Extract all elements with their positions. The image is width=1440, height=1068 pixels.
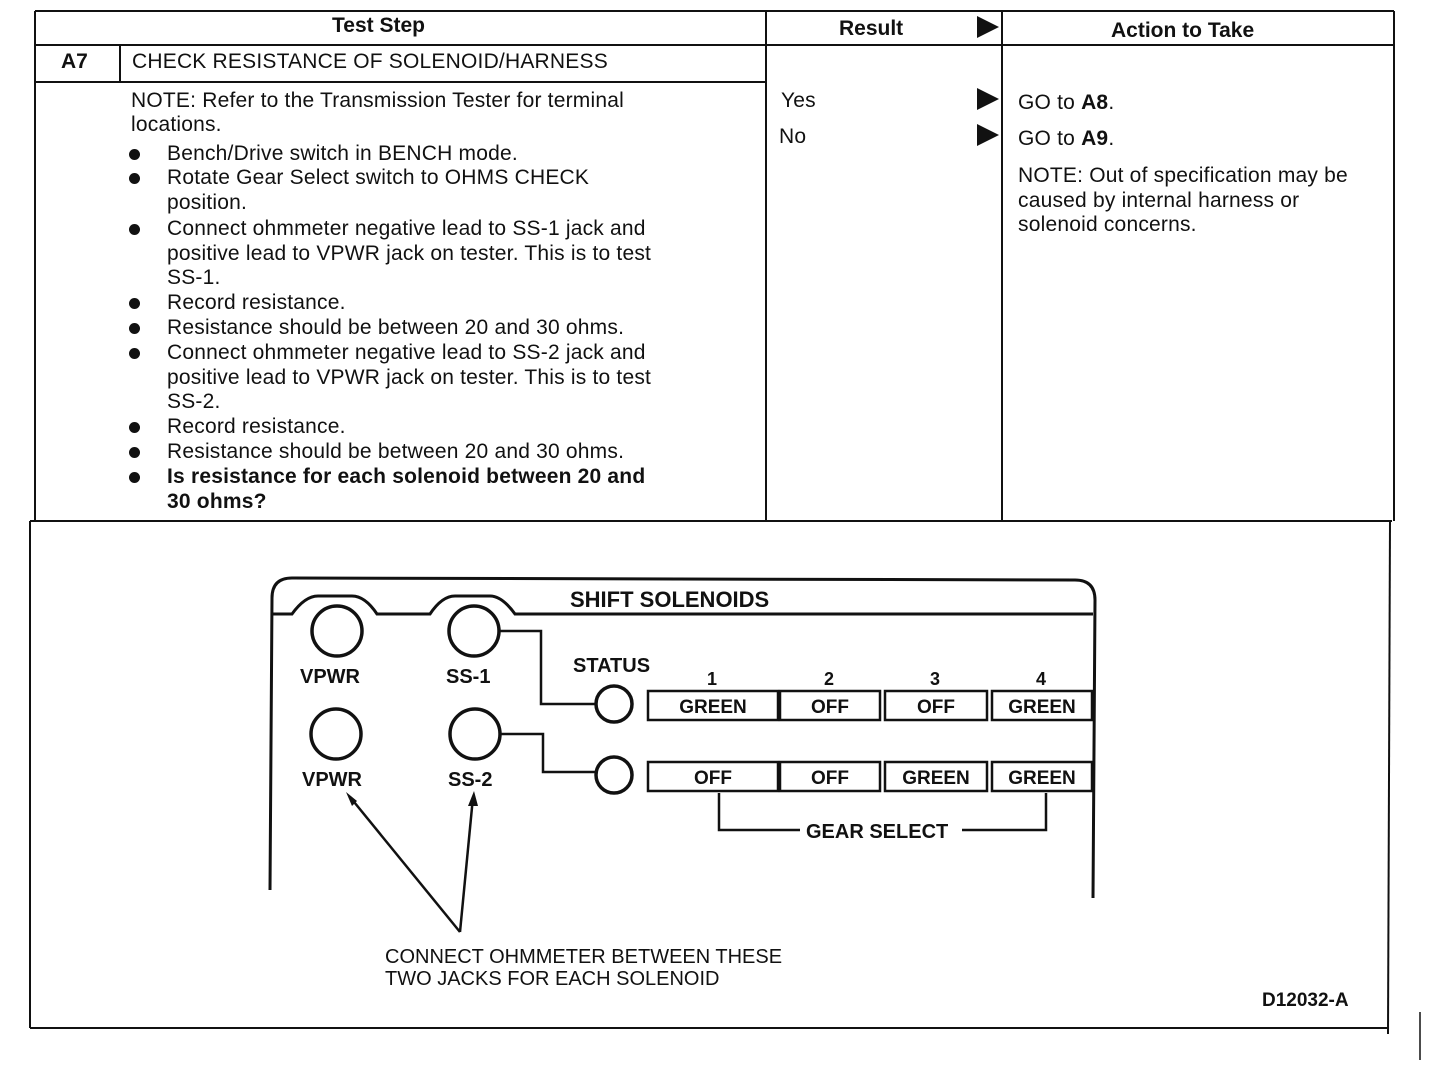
- status-box: [990, 689, 1094, 722]
- bullet-icon: [129, 224, 140, 235]
- ss1-label: SS-1: [446, 666, 490, 688]
- status-ss2-lamp: [594, 755, 634, 795]
- header-result: Result: [839, 17, 904, 40]
- bullet-line: positive lead to VPWR jack on tester. Th…: [167, 241, 652, 265]
- ss2-wire: [500, 732, 596, 774]
- status-box: [646, 760, 780, 793]
- bullet-line: Record resistance.: [167, 291, 346, 314]
- bullet-icon: [129, 149, 140, 160]
- bullet-icon: [129, 298, 140, 309]
- bullet-line: Rotate Gear Select switch to OHMS CHECK: [167, 166, 590, 189]
- status-box: [646, 689, 780, 722]
- bullet-icon: [129, 447, 140, 458]
- action-no-target: A9: [1081, 127, 1109, 150]
- step-note-line: locations.: [131, 113, 222, 136]
- bullet-line: Connect ohmmeter negative lead to SS-1 j…: [167, 217, 646, 240]
- action-note-line: caused by internal harness or: [1018, 188, 1300, 212]
- panel-header-line: [272, 594, 1093, 616]
- status-box-label: OFF: [694, 768, 732, 789]
- gear-select-bracket: [717, 793, 1048, 832]
- bullet-icon: [129, 348, 140, 359]
- action-note-line: solenoid concerns.: [1018, 213, 1197, 236]
- bullet-icon: [129, 173, 140, 184]
- status-box: [883, 689, 989, 722]
- header-action: Action to Take: [1111, 19, 1255, 42]
- bullet-line: SS-1.: [167, 266, 221, 289]
- result-no-arrow-icon: [977, 124, 999, 146]
- bullet-line: SS-2.: [167, 390, 221, 413]
- vpwr-top-label: VPWR: [300, 666, 361, 688]
- bullet-line: Resistance should be between 20 and 30 o…: [167, 316, 625, 339]
- leader-arrow-vpwr-icon: [346, 792, 357, 806]
- status-ss1-lamp: [594, 684, 634, 724]
- step-id: A7: [61, 50, 88, 73]
- gear-number-3: 3: [930, 669, 940, 689]
- status-box-label: GREEN: [902, 768, 970, 789]
- vpwr-bottom-label: VPWR: [302, 769, 363, 791]
- action-note-line: NOTE: Out of specification may be: [1018, 164, 1348, 187]
- bullet-line: Connect ohmmeter negative lead to SS-2 j…: [167, 341, 646, 364]
- bullet-line: Resistance should be between 20 and 30 o…: [167, 440, 625, 463]
- ss2-jack: [448, 707, 502, 761]
- bullet-line: Is resistance for each solenoid between …: [167, 465, 646, 488]
- gear-select-label: GEAR SELECT: [806, 821, 948, 843]
- bullet-line: position.: [167, 190, 248, 214]
- ss1-jack: [447, 604, 501, 658]
- vpwr-bottom-jack: [309, 707, 363, 761]
- status-box-label: OFF: [811, 768, 849, 789]
- action-yes-suffix: .: [1108, 91, 1115, 114]
- status-label: STATUS: [573, 655, 650, 677]
- status-box: [778, 689, 882, 722]
- status-box-label: GREEN: [1008, 768, 1076, 789]
- bullet-line: 30 ohms?: [167, 489, 267, 513]
- step-note-line: NOTE: Refer to the Transmission Tester f…: [131, 89, 624, 112]
- bullet-line: positive lead to VPWR jack on tester. Th…: [167, 365, 652, 389]
- step-title: CHECK RESISTANCE OF SOLENOID/HARNESS: [132, 50, 608, 73]
- leader-line-vpwr: [349, 796, 461, 933]
- vpwr-top-jack: [310, 604, 364, 658]
- bullet-icon: [129, 472, 140, 483]
- ss1-wire: [499, 629, 596, 706]
- leader-arrow-ss2-icon: [468, 791, 478, 806]
- status-box-label: OFF: [917, 697, 955, 718]
- action-no: GO to A9.: [1018, 127, 1114, 152]
- status-box-label: GREEN: [1008, 697, 1076, 718]
- header-arrow-icon: [977, 16, 999, 38]
- bullet-line: Record resistance.: [167, 415, 346, 438]
- action-no-prefix: GO to: [1018, 127, 1082, 150]
- bullet-icon: [129, 422, 140, 433]
- ss2-label: SS-2: [448, 769, 492, 791]
- result-yes: Yes: [781, 89, 816, 112]
- connect-note-line-2: TWO JACKS FOR EACH SOLENOID: [385, 968, 719, 990]
- bullet-icon: [129, 323, 140, 334]
- action-yes-target: A8: [1081, 91, 1109, 114]
- bullet-line: Bench/Drive switch in BENCH mode.: [167, 142, 518, 165]
- result-no: No: [779, 125, 807, 148]
- status-box-label: GREEN: [679, 697, 747, 718]
- status-box: [883, 760, 989, 793]
- gear-number-2: 2: [824, 669, 834, 689]
- action-yes: GO to A8.: [1018, 91, 1114, 116]
- connect-note-line-1: CONNECT OHMMETER BETWEEN THESE: [385, 946, 782, 968]
- leader-line-ss2: [458, 796, 475, 933]
- header-test-step: Test Step: [332, 14, 425, 37]
- action-yes-prefix: GO to: [1018, 91, 1082, 114]
- gear-number-4: 4: [1036, 669, 1046, 689]
- figure-id: D12032-A: [1262, 990, 1349, 1011]
- action-no-suffix: .: [1108, 127, 1115, 150]
- panel-outline: [268, 576, 1097, 899]
- status-box-label: OFF: [811, 697, 849, 718]
- status-box: [990, 760, 1094, 793]
- gear-number-1: 1: [707, 669, 717, 689]
- result-yes-arrow-icon: [977, 88, 999, 110]
- panel-title: SHIFT SOLENOIDS: [570, 587, 769, 612]
- status-box: [778, 760, 882, 793]
